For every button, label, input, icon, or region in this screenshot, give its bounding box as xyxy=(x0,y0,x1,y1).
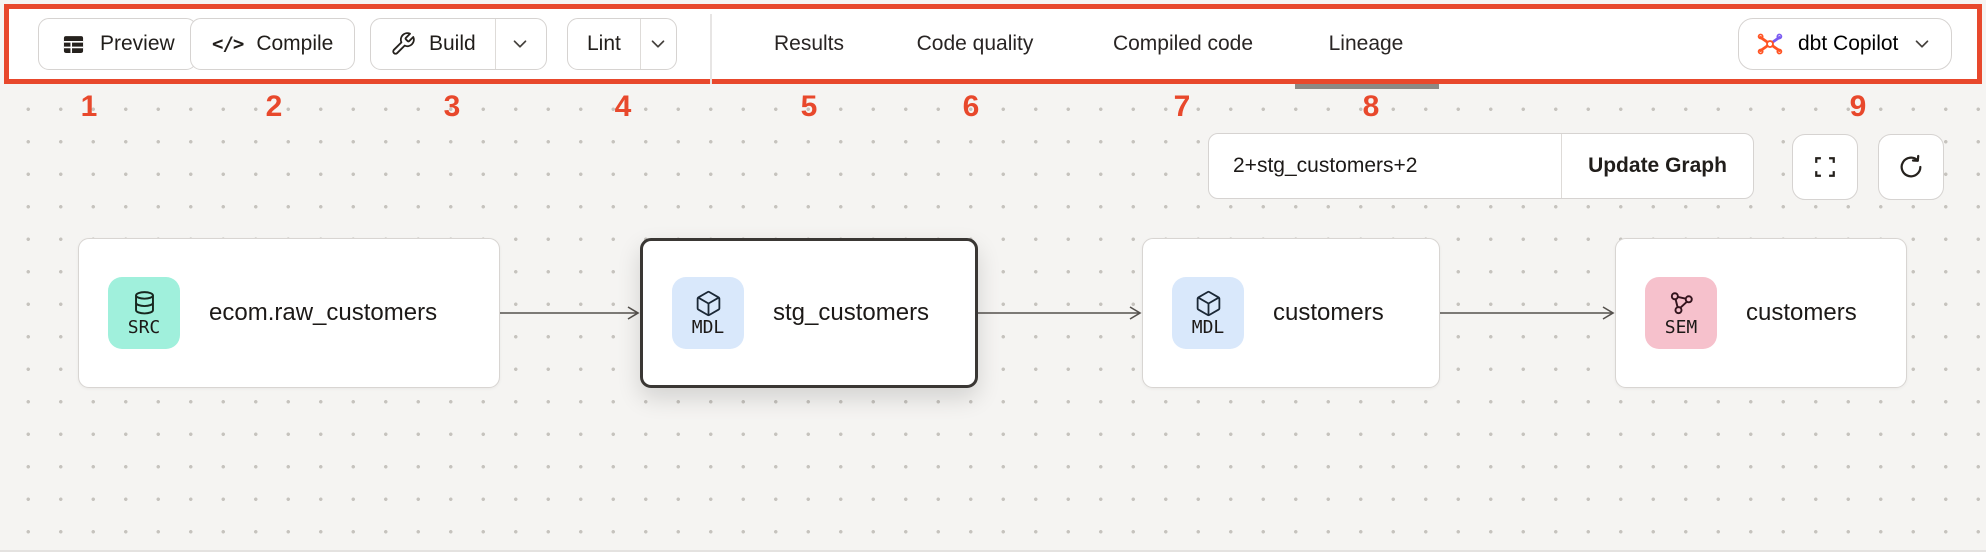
tab-lineage[interactable]: Lineage xyxy=(1328,32,1404,55)
build-split-button: Build xyxy=(370,18,547,70)
build-button[interactable]: Build xyxy=(371,19,495,69)
fullscreen-icon xyxy=(1815,157,1835,177)
node-selector-input[interactable] xyxy=(1209,134,1561,198)
annotation-marker-3: 3 xyxy=(443,90,461,123)
node-name: ecom.raw_customers xyxy=(209,299,438,326)
cube-icon xyxy=(1196,290,1220,317)
annotation-marker-4: 4 xyxy=(614,90,632,123)
node-stg-customers[interactable]: MDL stg_customers xyxy=(640,238,978,388)
lint-split-button: Lint xyxy=(567,18,677,70)
node-selector-group: Update Graph xyxy=(1208,133,1754,199)
node-customers-model[interactable]: MDL customers xyxy=(1142,238,1440,388)
build-button-label: Build xyxy=(429,32,476,55)
badge-label: MDL xyxy=(691,317,725,338)
node-name: stg_customers xyxy=(773,299,930,326)
annotation-marker-7: 7 xyxy=(1173,90,1191,123)
tab-compiled-code[interactable]: Compiled code xyxy=(1112,32,1254,55)
annotation-marker-9: 9 xyxy=(1849,90,1867,123)
refresh-graph-button[interactable] xyxy=(1878,134,1944,200)
toolbar-divider xyxy=(710,14,712,84)
network-icon xyxy=(1670,292,1693,315)
active-tab-indicator xyxy=(1295,84,1439,89)
edge-stg-to-customers xyxy=(978,306,1142,320)
badge-label: SEM xyxy=(1664,317,1698,338)
node-name: customers xyxy=(1746,299,1857,326)
cube-icon xyxy=(696,290,720,317)
database-icon xyxy=(134,291,154,315)
wrench-icon xyxy=(392,32,415,55)
chevron-down-icon xyxy=(652,40,665,48)
preview-button-label: Preview xyxy=(100,32,175,55)
ide-toolbar-annotation-box: Preview </> Compile Build Lint Results C… xyxy=(4,4,1982,84)
table-icon xyxy=(63,35,84,53)
compile-button[interactable]: </> Compile xyxy=(190,18,356,70)
preview-button[interactable]: Preview xyxy=(38,18,197,70)
annotation-marker-5: 5 xyxy=(800,90,818,123)
dbt-copilot-logo-icon xyxy=(1757,33,1783,55)
node-ecom-raw-customers[interactable]: SRC ecom.raw_customers xyxy=(78,238,500,388)
fullscreen-button[interactable] xyxy=(1792,134,1858,200)
node-customers-semantic[interactable]: SEM customers xyxy=(1615,238,1907,388)
lint-button-label: Lint xyxy=(587,32,621,55)
chevron-down-icon xyxy=(513,40,527,48)
dbt-copilot-label: dbt Copilot xyxy=(1798,32,1899,55)
badge-label: SRC xyxy=(127,317,161,338)
lint-button[interactable]: Lint xyxy=(568,19,640,69)
code-icon: </> xyxy=(212,33,244,55)
lint-dropdown-button[interactable] xyxy=(639,19,676,69)
badge-label: MDL xyxy=(1191,317,1225,338)
dbt-copilot-button[interactable]: dbt Copilot xyxy=(1738,18,1953,70)
model-badge: MDL xyxy=(672,277,744,349)
node-name: customers xyxy=(1273,299,1384,326)
annotation-marker-8: 8 xyxy=(1362,90,1380,123)
tab-results[interactable]: Results xyxy=(773,32,845,55)
chevron-down-icon xyxy=(1916,40,1929,48)
annotation-marker-1: 1 xyxy=(80,90,98,123)
annotation-marker-2: 2 xyxy=(265,90,283,123)
compile-button-label: Compile xyxy=(256,32,334,55)
tab-code-quality[interactable]: Code quality xyxy=(916,32,1034,55)
update-graph-button[interactable]: Update Graph xyxy=(1561,134,1753,198)
edge-src-to-stg xyxy=(500,306,640,320)
edge-customers-to-semantic xyxy=(1440,306,1615,320)
build-dropdown-button[interactable] xyxy=(494,19,545,69)
semantic-badge: SEM xyxy=(1645,277,1717,349)
source-badge: SRC xyxy=(108,277,180,349)
annotation-marker-6: 6 xyxy=(962,90,980,123)
bottom-hairline xyxy=(0,550,1986,552)
model-badge: MDL xyxy=(1172,277,1244,349)
refresh-icon xyxy=(1900,154,1922,178)
